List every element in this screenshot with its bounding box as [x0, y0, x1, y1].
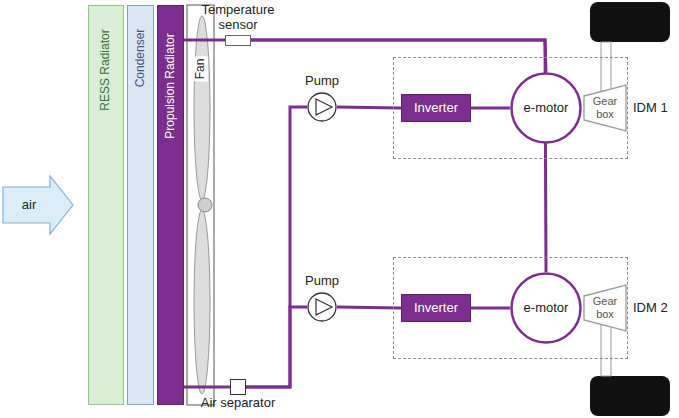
fan-hub [198, 198, 212, 212]
fan-housing [187, 5, 214, 405]
coolant-pipe [337, 307, 401, 308]
gearbox-outline [584, 285, 626, 331]
coolant-pipe [246, 307, 307, 387]
node-label: Air separator [201, 396, 275, 411]
vertical-label: Propulsion Radiator [164, 33, 178, 138]
drive-module-box: IDM 1Invertere-motorGear box [393, 57, 628, 159]
inverter-box: Inverter [401, 94, 471, 122]
inverter-box: Inverter [401, 294, 471, 322]
gearbox: Gear box [583, 284, 627, 332]
drive-module-box: IDM 2Invertere-motorGear box [393, 257, 628, 359]
pump-symbol: Pump [307, 92, 337, 122]
node-label: air [22, 198, 36, 213]
drive-shaft [601, 42, 611, 94]
vertical-label: RESS Radiator [99, 29, 113, 110]
gearbox: Gear box [583, 84, 627, 132]
node-label: Gear box [585, 295, 625, 320]
wheel [590, 376, 670, 416]
node-label: e-motor [524, 301, 569, 316]
pump-symbol-outline [307, 92, 337, 122]
node-label: Inverter [414, 101, 458, 116]
fan: Fan [187, 5, 214, 405]
pump-symbol-outline [307, 292, 337, 322]
temperature-sensor: Temperature sensor [225, 35, 251, 46]
pump-triangle [316, 299, 332, 315]
air-separator: Air separator [230, 379, 246, 395]
pump-triangle [316, 99, 332, 115]
coolant-pipe [471, 107, 510, 110]
vertical-label: Condenser [134, 29, 148, 88]
coolant-pipe [337, 107, 401, 108]
e-motor-circle: e-motor [510, 272, 582, 344]
pump-circle [308, 293, 336, 321]
condenser: Condenser [127, 5, 154, 405]
node-label: Pump [305, 74, 339, 89]
ress-radiator: RESS Radiator [88, 5, 124, 405]
coolant-pipe [184, 386, 230, 389]
motor-circle [512, 274, 581, 343]
node-label: IDM 2 [633, 301, 668, 316]
motor-circle [512, 74, 581, 143]
gearbox-outline [584, 85, 626, 131]
air-flow-arrow-outline [2, 175, 74, 235]
arrow-shape [3, 176, 73, 234]
coolant-pipe [251, 40, 546, 272]
pump-circle [308, 93, 336, 121]
node-label: Temperature sensor [198, 3, 278, 33]
node-label: Inverter [414, 301, 458, 316]
node-label: Gear box [585, 95, 625, 120]
node-label: Pump [305, 274, 339, 289]
coolant-pipe [246, 107, 307, 387]
pump-symbol: Pump [307, 292, 337, 322]
e-motor-circle: e-motor [510, 72, 582, 144]
node-label: e-motor [524, 101, 569, 116]
air-flow-arrow: air [2, 175, 74, 235]
coolant-pipe [251, 40, 546, 72]
fan-blade [194, 210, 210, 394]
node-label: IDM 1 [633, 101, 668, 116]
fan-blade [194, 16, 210, 200]
coolant-pipe [471, 307, 510, 310]
vertical-label: Fan [194, 57, 208, 82]
propulsion-radiator: Propulsion Radiator [157, 5, 184, 405]
coolant-pipe [184, 39, 225, 42]
drive-shaft [601, 322, 611, 376]
wheel [590, 2, 670, 42]
